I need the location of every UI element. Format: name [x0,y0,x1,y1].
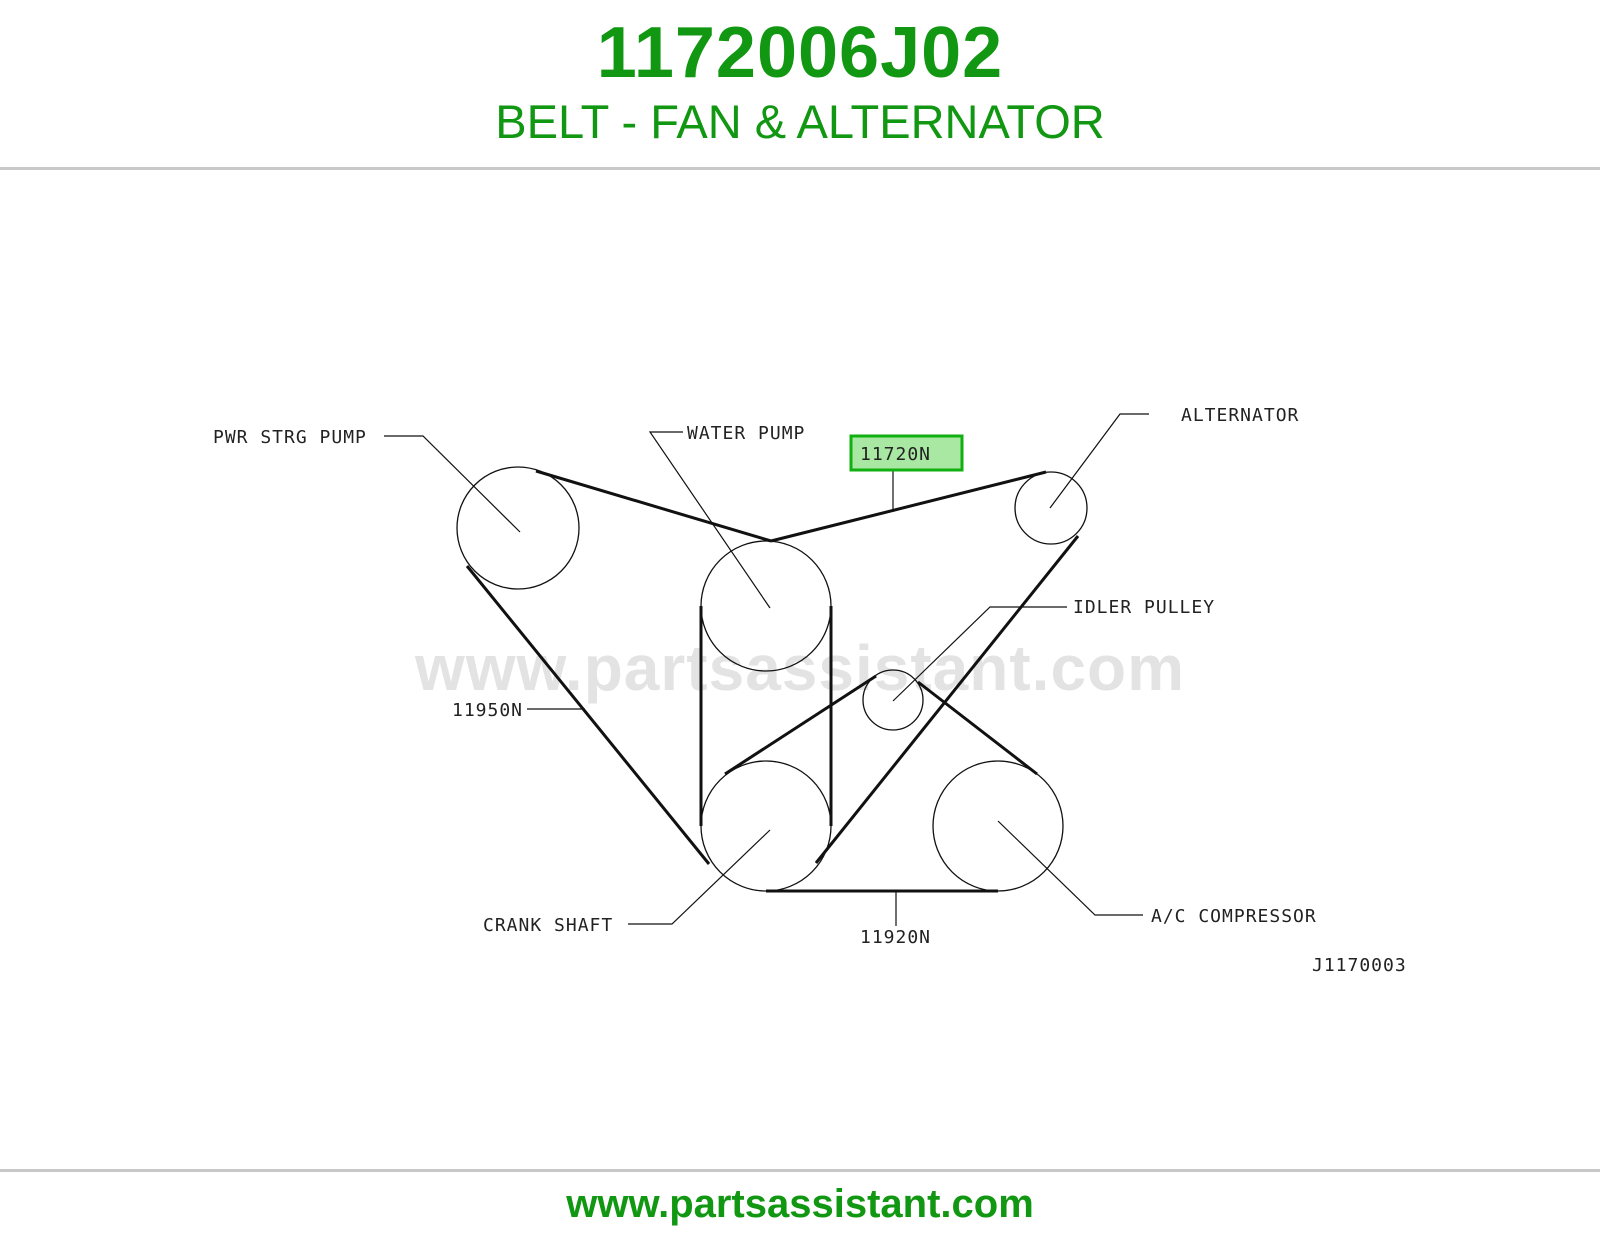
footer-divider [0,1169,1600,1172]
callout-11720n-highlight[interactable] [849,434,964,472]
figure-id: J1170003 [1312,955,1407,976]
idler-pulley [862,669,924,731]
pwr-strg-pump-pulley [456,466,580,590]
label-alternator: ALTERNATOR [1181,405,1299,426]
leader-lines [384,413,1149,926]
label-pwr-strg-pump: PWR STRG PUMP [213,427,367,448]
label-idler-pulley: IDLER PULLEY [1073,597,1215,618]
belt-routing-svg: www.partsassistant.com [180,330,1420,1002]
footer-url-link[interactable]: www.partsassistant.com [566,1182,1034,1226]
label-ac-compressor: A/C COMPRESSOR [1151,906,1317,927]
belt-11950n [465,469,833,865]
label-crank-shaft: CRANK SHAFT [483,915,613,936]
part-name-subtitle: BELT - FAN & ALTERNATOR [495,95,1105,148]
header-divider [0,167,1600,170]
label-water-pump: WATER PUMP [687,423,805,444]
header: 1172006J02 BELT - FAN & ALTERNATOR [0,0,1600,168]
alternator-pulley [1014,471,1088,545]
callout-11920n[interactable]: 11920N [860,927,931,948]
belt-11920n [724,674,1038,893]
watermark-text: www.partsassistant.com [414,632,1185,704]
callout-11950n[interactable]: 11950N [452,700,523,721]
callout-11720n[interactable]: 11720N [860,444,931,465]
belt-11720n [770,470,1080,864]
part-number-title: 1172006J02 [596,13,1004,93]
belt-diagram: www.partsassistant.com [0,170,1600,1168]
